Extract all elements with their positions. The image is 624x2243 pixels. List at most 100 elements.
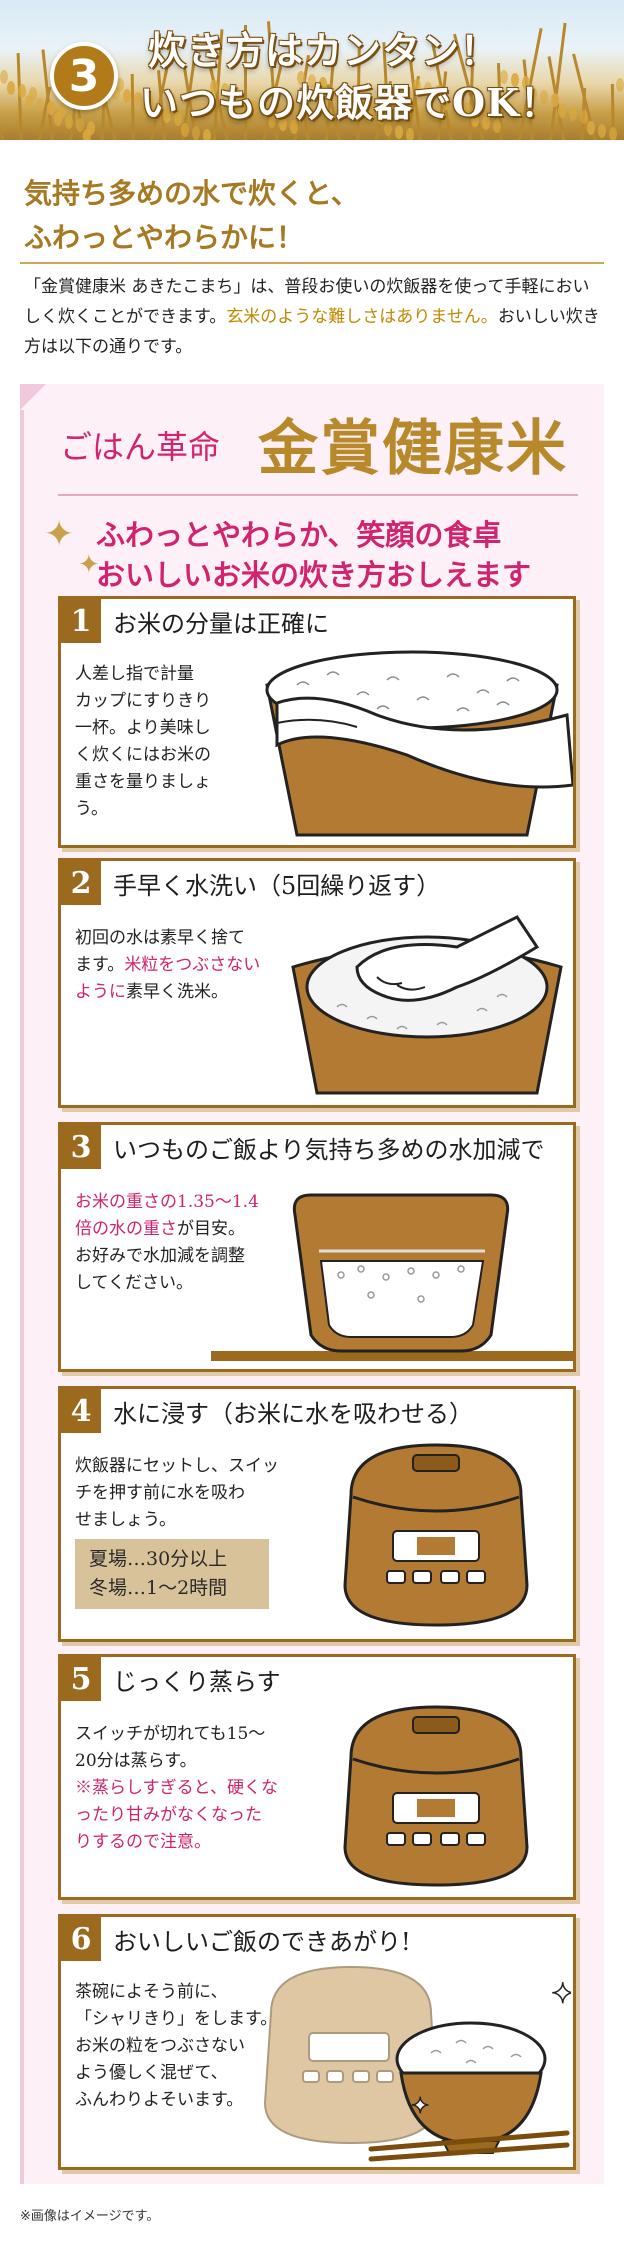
wheat-grain <box>598 124 606 138</box>
lead-text-part1: 「金賞健康米 あきたこまち」は、普段お使いの炊飯器を使って手軽においしく炊くこと… <box>24 277 590 327</box>
wheat-grain <box>268 114 276 128</box>
step-number: 6 <box>61 1917 101 1961</box>
step-text-line: 倍の水の重さが目安。 <box>75 1216 259 1243</box>
wheat-grain <box>87 121 95 135</box>
step-text-warning: ※蒸らしすぎると、硬くな <box>75 1778 278 1798</box>
wheat-grain <box>112 86 120 100</box>
step-number-badge: 3 <box>50 42 118 110</box>
wheat-grain <box>239 97 247 111</box>
panel-edge <box>20 410 24 2184</box>
wheat-grain <box>587 121 595 135</box>
slogan-line2: おいしいお米の炊き方おしえます <box>96 558 532 592</box>
wheat-grain <box>464 102 472 116</box>
step-text-line: ます。米粒をつぶさない <box>75 952 260 979</box>
step-title: お米の分量は正確に <box>113 609 329 638</box>
step-text-plain: 素早く洗米。 <box>126 982 228 1002</box>
step-card-2: 2 手早く水洗い（5回繰り返す） 初回の水は素早く捨て ます。米粒をつぶさない … <box>58 858 576 1108</box>
wheat-grain <box>181 123 189 137</box>
step-text-line: ふんわりよそいます。 <box>75 2090 244 2110</box>
svg-text:✦: ✦ <box>411 2094 429 2119</box>
step-header: 3 いつものご飯より気持ち多めの水加減で <box>61 1125 545 1169</box>
step-text-line: してください。 <box>75 1273 193 1293</box>
step-text-warning: りするので注意。 <box>75 1832 211 1852</box>
wheat-grain <box>18 84 26 98</box>
wheat-grain <box>377 111 385 125</box>
wheat-grain <box>319 77 327 91</box>
lead-text-highlight: 玄米のような難しさはありません。 <box>226 307 498 327</box>
wheat-grain <box>435 85 443 99</box>
rice-bowl-illustration: ✦ ✦ <box>263 1965 571 2162</box>
header-banner: 3 炊き方はカンタン！ いつもの炊飯器でOK！ <box>0 0 624 140</box>
wheat-grain <box>355 105 363 119</box>
step-number: 5 <box>61 1657 101 1701</box>
wheat-grain <box>134 92 142 106</box>
step-text-line: 初回の水は素早く捨て <box>75 928 245 948</box>
step-title: じっくり蒸らす <box>113 1667 281 1696</box>
step-header: 4 水に浸す（お米に水を吸わせる） <box>61 1389 473 1433</box>
wheat-grain <box>384 122 392 136</box>
step-text-line: カップにすりきり <box>75 691 212 711</box>
banner-title-line1: 炊き方はカンタン！ <box>148 28 500 73</box>
wheat-grain <box>174 112 182 126</box>
wheat-grain <box>210 80 218 94</box>
step-text: お米の重さの1.35～1.4 倍の水の重さが目安。 お好みで水加減を調整 してく… <box>75 1189 259 1297</box>
wheat-grain <box>529 87 537 101</box>
step-text-line: 一杯。より美味し <box>75 718 211 738</box>
wheat-grain <box>116 78 124 92</box>
step-card-3: 3 いつものご飯より気持ち多めの水加減で お米の重さの1.35～1.4 倍の水の… <box>58 1122 576 1372</box>
step-text-highlight: お米の重さの1.35～1.4 <box>75 1192 259 1212</box>
step-text-line: お米の粒をつぶさない <box>75 2036 245 2056</box>
wheat-grain <box>551 93 559 107</box>
wheat-grain <box>522 76 530 90</box>
wheat-stalk <box>130 73 135 140</box>
wheat-grain <box>203 129 211 140</box>
step-header: 2 手早く水洗い（5回繰り返す） <box>61 861 440 905</box>
step-text: スイッチが切れても15～ 20分は蒸らす。 ※蒸らしすぎると、硬くな ったり甘み… <box>75 1721 278 1856</box>
step-text: 人差し指で計量 カップにすりきり 一杯。より美味し く炊くにはお米の 重さを量り… <box>75 661 211 823</box>
measuring-cup-illustration <box>265 650 573 837</box>
wheat-grain <box>493 119 501 133</box>
wheat-grain <box>580 110 588 124</box>
wheat-grain <box>540 90 548 104</box>
wheat-grain <box>413 79 421 93</box>
lead-title-line2: ふわっとやわらかに！ <box>24 221 305 254</box>
step-text-line: 20分は蒸らす。 <box>75 1751 197 1771</box>
step-text: 茶碗によそう前に、 「シャリきり」をします。 お米の粒をつぶさない よう優しく混… <box>75 1979 277 2114</box>
lead-text-part2: おいしい炊き方は以下の通りです。 <box>24 307 600 357</box>
wheat-grain <box>163 109 171 123</box>
panel-corner <box>20 384 46 410</box>
brand-gold-text: 金賞 <box>258 414 382 484</box>
step-text-line: 「シャリきり」をします。 <box>75 2009 278 2029</box>
lead-title: 気持ち多めの水で炊くと、 ふわっとやわらかに！ <box>24 172 604 260</box>
wheat-grain <box>482 116 490 130</box>
footnote: ※画像はイメージです。 <box>20 2209 160 2224</box>
wheat-grain <box>366 108 374 122</box>
step-title: 水に浸す（お米に水を吸わせる） <box>113 1399 473 1428</box>
step-text-line: スイッチが切れても15～ <box>75 1724 266 1744</box>
soak-time-winter: 冬場…1～2時間 <box>89 1577 228 1599</box>
step-header: 5 じっくり蒸らす <box>61 1657 281 1701</box>
lead-title-line1: 気持ち多めの水で炊くと、 <box>24 177 359 210</box>
divider <box>20 262 604 264</box>
wheat-grain <box>406 128 414 140</box>
wheat-grain <box>308 74 316 88</box>
step-number: 4 <box>61 1389 101 1433</box>
rice-cooker-pot-illustration <box>211 1193 573 1361</box>
wheat-grain <box>395 125 403 139</box>
wheat-grain <box>232 86 240 100</box>
step-title: 手早く水洗い（5回繰り返す） <box>113 871 441 900</box>
wheat-grain <box>47 101 55 115</box>
wheat-grain <box>54 112 62 126</box>
wheat-stalk <box>244 25 247 140</box>
wheat-grain <box>192 126 200 140</box>
brand-name: 金賞健康米 <box>258 400 568 487</box>
wheat-grain <box>500 70 508 84</box>
step-text-highlight: ように <box>75 982 126 1002</box>
brand-rest-text: 健康米 <box>382 414 568 484</box>
rice-cooker-illustration <box>343 1705 529 1887</box>
step-text-line: 人差し指で計量 <box>75 664 194 684</box>
brand-divider <box>58 494 578 496</box>
wheat-grain <box>348 94 356 108</box>
step-text-highlight: 米粒をつぶさない <box>124 955 261 975</box>
rice-cooker-illustration <box>343 1443 529 1627</box>
